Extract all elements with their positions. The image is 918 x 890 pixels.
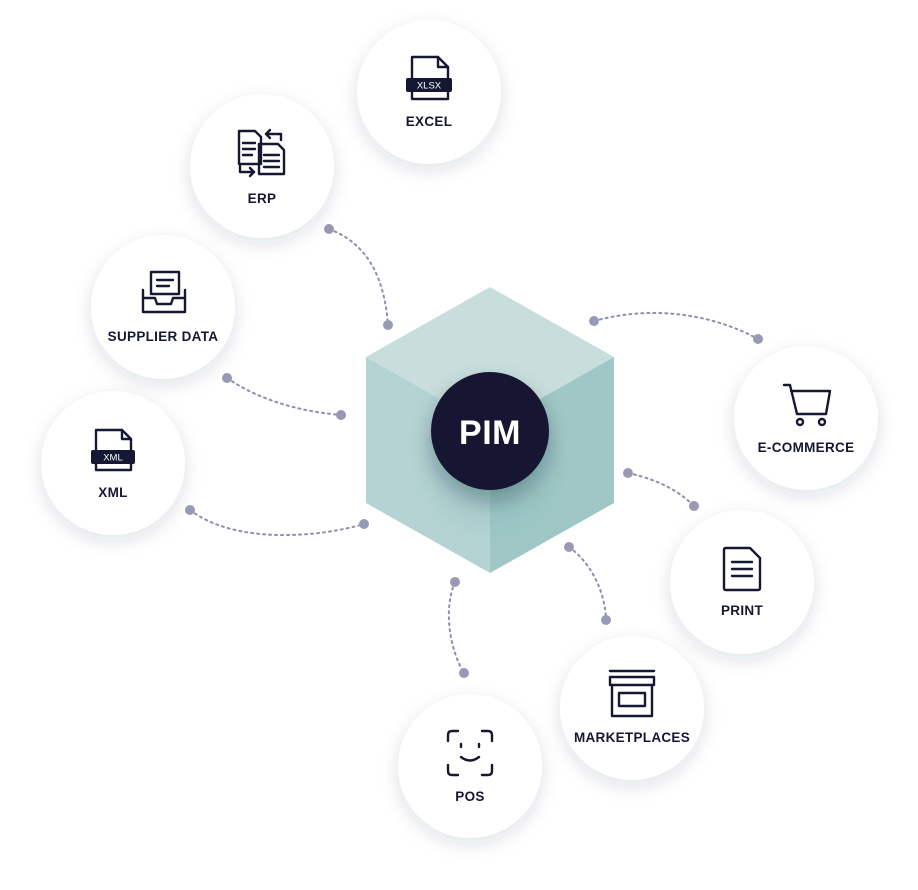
connector-dot bbox=[689, 501, 699, 511]
node-circle bbox=[398, 694, 542, 838]
connector-supplier bbox=[226, 377, 342, 416]
xml-badge: XML bbox=[103, 453, 123, 464]
connector-dot bbox=[753, 334, 763, 344]
connector-dot bbox=[564, 542, 574, 552]
connector-dot bbox=[589, 316, 599, 326]
connector-dot bbox=[359, 519, 369, 529]
node-circle bbox=[560, 636, 704, 780]
connector-erp bbox=[328, 228, 389, 326]
pim-label: PIM bbox=[459, 414, 521, 452]
connector-dot bbox=[324, 224, 334, 234]
connector-dot bbox=[383, 320, 393, 330]
node-pos[interactable]: POS bbox=[398, 694, 542, 838]
connector-ecommerce bbox=[593, 312, 759, 340]
connector-print bbox=[627, 472, 695, 507]
node-marketplaces[interactable]: MARKETPLACES bbox=[560, 636, 704, 780]
node-circle bbox=[91, 235, 235, 379]
connector-xml bbox=[189, 509, 365, 536]
node-label-marketplaces: MARKETPLACES bbox=[574, 730, 690, 745]
node-label-print: PRINT bbox=[721, 603, 763, 618]
shopping-cart-icon bbox=[782, 383, 832, 427]
connector-dot bbox=[185, 505, 195, 515]
connector-dot bbox=[450, 577, 460, 587]
face-scan-icon bbox=[446, 729, 494, 777]
connector-dot bbox=[623, 468, 633, 478]
node-label-pos: POS bbox=[455, 789, 484, 804]
connector-dot bbox=[601, 615, 611, 625]
storefront-icon bbox=[608, 669, 656, 718]
node-circle bbox=[190, 94, 334, 238]
document-icon bbox=[722, 546, 762, 592]
node-print[interactable]: PRINT bbox=[670, 510, 814, 654]
connector-marketplaces bbox=[568, 546, 607, 621]
node-label-supplier-data: SUPPLIER DATA bbox=[108, 329, 219, 344]
connector-dot bbox=[336, 410, 346, 420]
xlsx-file-icon: XLSX bbox=[406, 55, 452, 101]
xlsx-badge: XLSX bbox=[417, 81, 442, 92]
pim-circle bbox=[431, 372, 549, 490]
connector-dot bbox=[459, 668, 469, 678]
connectors bbox=[185, 224, 763, 678]
node-xml[interactable]: XML XML bbox=[41, 391, 185, 535]
pim-cube: PIM bbox=[366, 287, 614, 573]
node-label-erp: ERP bbox=[248, 191, 277, 206]
node-e-commerce[interactable]: E-COMMERCE bbox=[734, 346, 878, 490]
inbox-tray-icon bbox=[141, 270, 187, 314]
node-excel[interactable]: XLSX EXCEL bbox=[357, 20, 501, 164]
node-supplier-data[interactable]: SUPPLIER DATA bbox=[91, 235, 235, 379]
node-circle bbox=[670, 510, 814, 654]
node-erp[interactable]: ERP bbox=[190, 94, 334, 238]
erp-documents-sync-icon bbox=[237, 128, 286, 178]
node-circle bbox=[734, 346, 878, 490]
node-label-xml: XML bbox=[98, 485, 127, 500]
connector-pos bbox=[447, 581, 465, 674]
connector-dot bbox=[222, 373, 232, 383]
node-label-e-commerce: E-COMMERCE bbox=[758, 440, 855, 455]
node-label-excel: EXCEL bbox=[406, 114, 453, 129]
xml-file-icon: XML bbox=[91, 428, 135, 472]
